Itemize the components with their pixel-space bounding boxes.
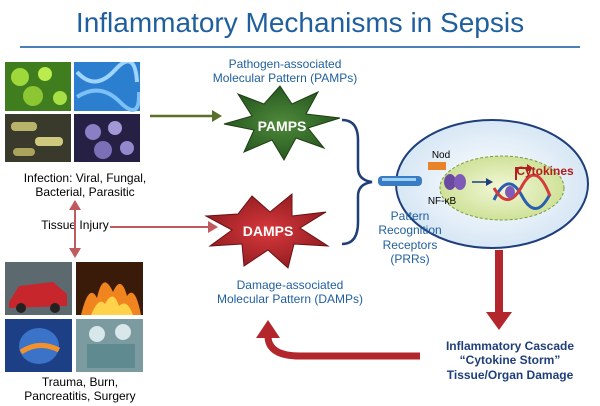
damps-caption-line1: Damage-associated [236, 278, 344, 292]
prr-label-line3: Receptors [382, 237, 438, 252]
damps-burst-label: DAMPS [243, 223, 294, 239]
pathogen-images [5, 59, 142, 162]
trauma-label: Trauma, Burn, Pancreatitis, Surgery [10, 375, 150, 404]
prr-label-line1: Pattern [390, 209, 430, 223]
trauma-photo-collage [5, 262, 143, 372]
receptor-icon [378, 176, 422, 186]
trauma-images [5, 262, 143, 372]
infection-label: Infection: Viral, Fungal, Bacterial, Par… [10, 171, 160, 200]
pamps-caption-line1: Pathogen-associated [228, 57, 342, 71]
damps-caption: Damage-associated Molecular Pattern (DAM… [185, 278, 395, 307]
prr-label-line4: (PRRs) [390, 252, 430, 267]
nod-protein-icon [428, 162, 446, 170]
prr-brace [341, 118, 373, 246]
trauma-label-line2: Pancreatitis, Surgery [24, 389, 136, 404]
prr-label-line2: Recognition [378, 223, 442, 238]
title-underline [20, 46, 580, 48]
infection-label-line2: Bacterial, Parasitic [35, 185, 135, 200]
cascade-label-line3: Tissue/Organ Damage [446, 367, 574, 382]
dna-helix-icon [492, 173, 552, 210]
infection-to-pamps-arrow [150, 110, 222, 122]
pamps-caption-line2: Molecular Pattern (PAMPs) [212, 71, 358, 86]
fungus-image [74, 62, 140, 111]
nod-label: Nod [431, 150, 451, 161]
page-title: Inflammatory Mechanisms in Sepsis [75, 7, 525, 38]
cascade-to-damps-feedback-arrow [256, 320, 420, 360]
cascade-label: Inflammatory Cascade “Cytokine Storm” Ti… [420, 339, 600, 382]
trauma-label-line1: Trauma, Burn, [41, 375, 119, 389]
pamps-burst-label: PAMPS [258, 118, 307, 134]
pamps-caption: Pathogen-associated Molecular Pattern (P… [185, 57, 385, 86]
cytokines-arrow [515, 164, 533, 180]
prr-label: Pattern Recognition Receptors (PRRs) [370, 209, 450, 267]
damps-burst-shape [204, 192, 330, 269]
nfkb-label: NF-κB [427, 196, 457, 207]
tissue-injury-double-arrow [69, 200, 81, 258]
cell-to-cascade-arrow [486, 250, 512, 330]
cascade-label-line2: “Cytokine Storm” [459, 353, 561, 368]
cytokines-label: Cytokines [516, 164, 574, 178]
infection-label-line1: Infection: Viral, Fungal, [23, 171, 147, 185]
nfkb-protein-icon [444, 174, 466, 190]
nfkb-to-nucleus-arrow [472, 178, 493, 186]
infection-photo-collage [5, 59, 142, 162]
cascade-label-line1: Inflammatory Cascade [445, 339, 575, 353]
pamps-burst-shape [223, 85, 341, 162]
injury-to-damps-arrow [110, 221, 218, 233]
damps-caption-line2: Molecular Pattern (DAMPs) [216, 292, 364, 307]
